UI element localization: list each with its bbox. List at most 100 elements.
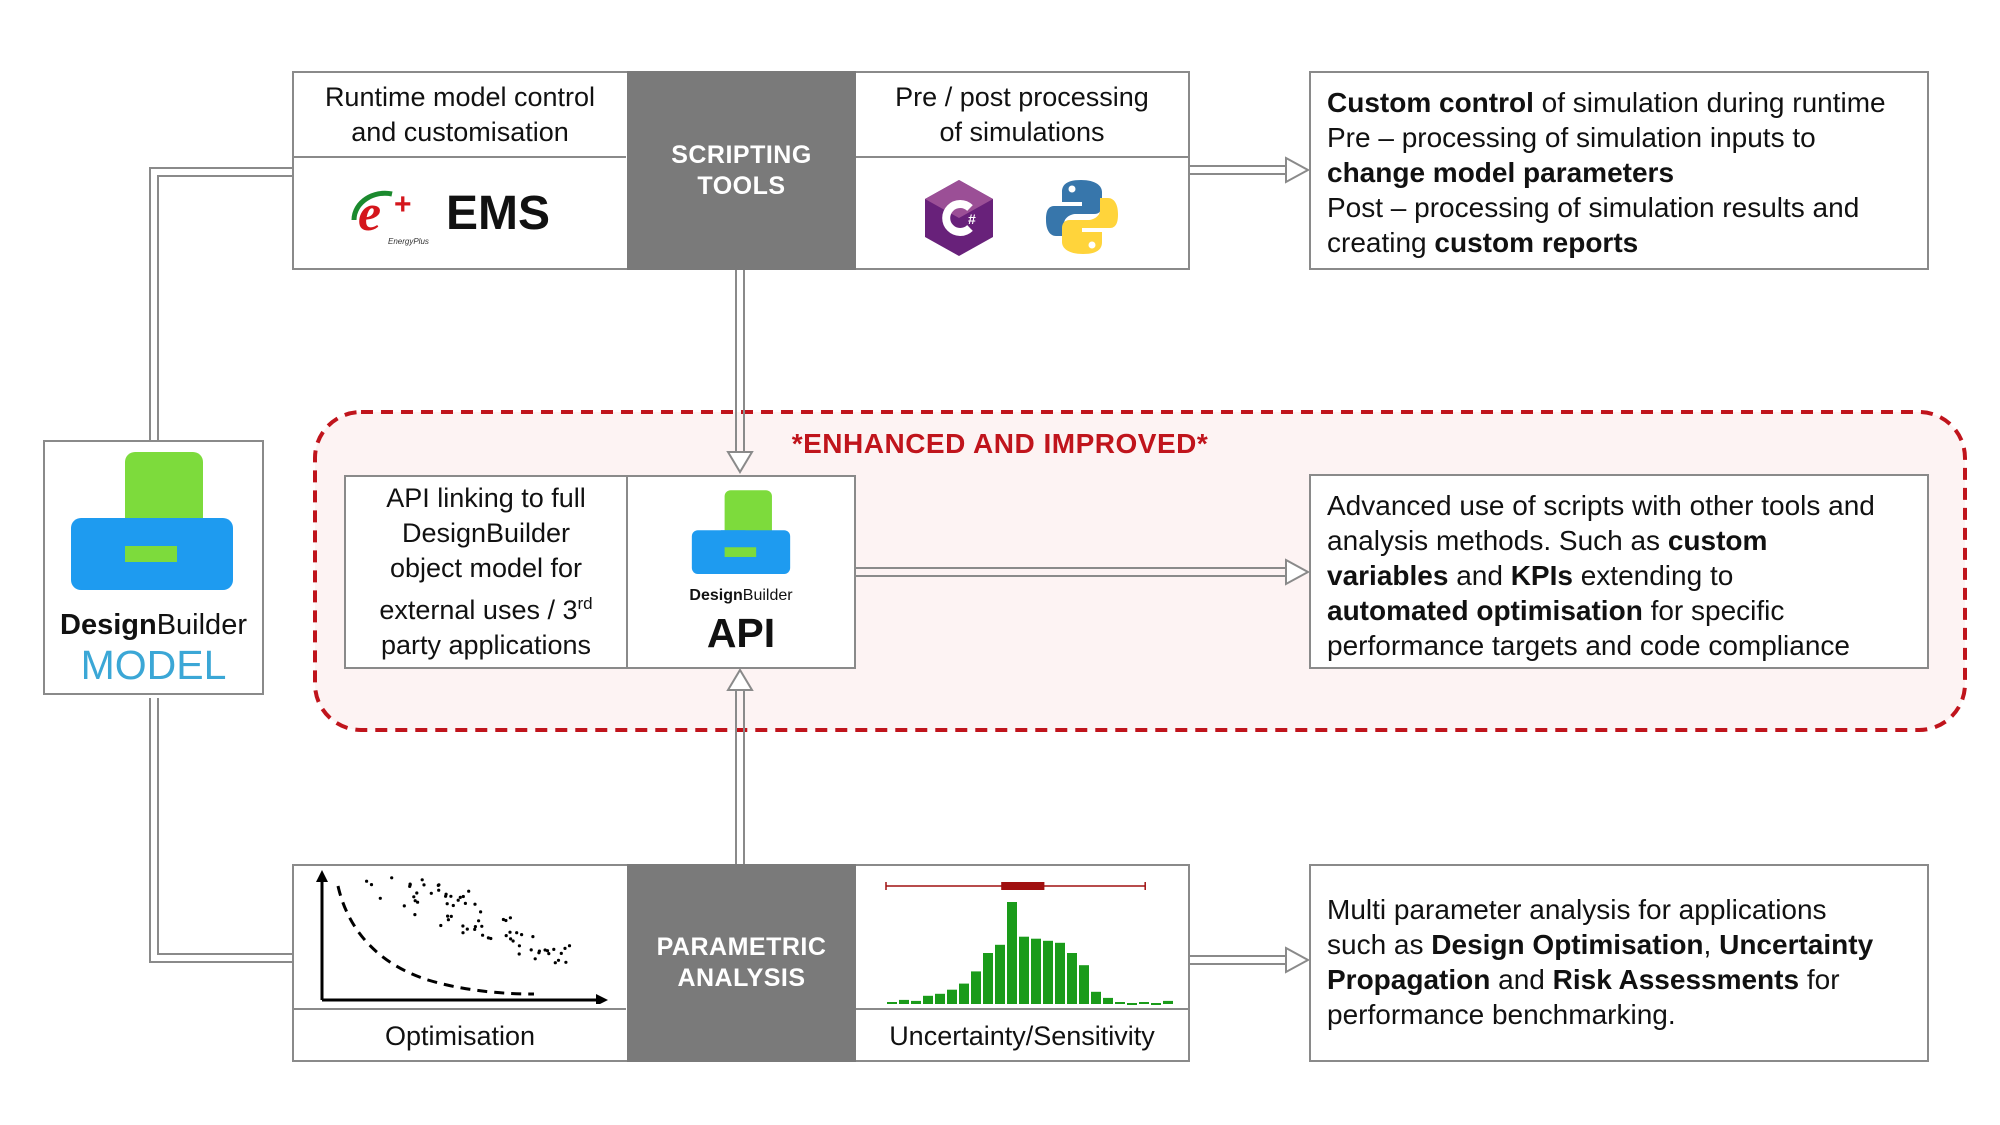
scatter-point (533, 957, 537, 961)
api-arrow (855, 567, 1298, 577)
histogram-bar (1007, 902, 1017, 1004)
enhanced-title: *ENHANCED AND IMPROVED* (791, 428, 1209, 459)
scatter-point (559, 951, 563, 955)
scatter-point (449, 894, 453, 898)
scatter-point (402, 904, 406, 908)
energyplus-logo-icon: e + EnergyPlus (351, 185, 429, 246)
scatter-point (547, 952, 551, 956)
histogram-bar (947, 989, 957, 1004)
scatter-point (390, 876, 394, 880)
scatter-point (436, 883, 440, 887)
scatter-point (456, 898, 460, 902)
histogram-bar (971, 971, 981, 1004)
scatter-point (422, 883, 426, 887)
histogram-bar (935, 993, 945, 1004)
api-up-arrowhead (726, 668, 754, 691)
histogram-bar (1091, 991, 1101, 1004)
histogram-chart-cell (856, 866, 1188, 1010)
scripting-description: Custom control of simulation during runt… (1309, 71, 1929, 270)
scatter-point (451, 903, 455, 908)
api-down-arrowhead (726, 451, 754, 474)
api-label: API (706, 610, 776, 656)
model-brand-name: DesignBuilder (60, 609, 247, 641)
scatter-point (369, 883, 374, 887)
scatter-point (511, 939, 515, 943)
scatter-point (509, 937, 513, 941)
model-label: MODEL (80, 642, 227, 688)
scatter-point (439, 923, 443, 928)
scatter-point (461, 894, 465, 899)
scatter-point (537, 949, 541, 953)
scatter-point (463, 901, 467, 905)
scatter-point (515, 931, 519, 935)
scatter-point (415, 891, 419, 895)
scatter-point (444, 892, 448, 896)
scatter-point (504, 934, 508, 938)
designbuilder-model-box: DesignBuilder MODEL (43, 440, 264, 695)
scatter-point (378, 896, 382, 900)
scatter-point (473, 927, 477, 931)
boxplot-box (1001, 882, 1045, 890)
svg-text:+: + (394, 188, 412, 221)
svg-text:#: # (968, 211, 976, 227)
scatter-point (531, 935, 535, 939)
scatter-point (420, 878, 424, 882)
scripting-tools-label: SCRIPTING TOOLS (627, 71, 856, 270)
histogram-bar (983, 953, 993, 1004)
histogram-bar (1067, 953, 1077, 1004)
runtime-control-title: Runtime model control and customisation (294, 73, 626, 158)
scatter-point (504, 918, 508, 923)
api-description: Advanced use of scripts with other tools… (1309, 474, 1929, 669)
scatter-point (517, 952, 521, 956)
scatter-point (477, 919, 481, 923)
histogram-bar (1163, 1000, 1173, 1004)
histogram-bar (1043, 940, 1053, 1004)
scatter-point (480, 924, 484, 928)
scatter-point (564, 960, 568, 964)
designbuilder-logo-icon (71, 452, 233, 590)
scatter-point (437, 888, 441, 892)
scatter-point (552, 947, 556, 951)
scatter-point (416, 900, 420, 904)
parametric-description: Multi parameter analysis for application… (1309, 864, 1929, 1062)
designbuilder-api-box: DesignBuilder API (626, 475, 856, 669)
histogram-bar (1115, 1002, 1125, 1004)
api-arrowhead (1285, 558, 1311, 586)
histogram-bar (1079, 965, 1089, 1004)
histogram-bar (959, 983, 969, 1004)
histogram-bar (899, 999, 909, 1004)
optimisation-label: Optimisation (384, 1020, 536, 1051)
scatter-point (449, 914, 453, 918)
scatter-point (445, 902, 449, 906)
scripting-arrow (1190, 165, 1298, 175)
scatter-point (556, 958, 561, 962)
scatter-point (543, 948, 547, 952)
scatter-point (467, 889, 471, 893)
scatter-point (465, 927, 469, 931)
scatter-point (529, 948, 533, 952)
scatter-point (545, 949, 550, 953)
histogram-bar (1055, 942, 1065, 1004)
scatter-point (408, 883, 412, 887)
scatter-point (517, 944, 521, 948)
scatter-point (567, 944, 572, 948)
scripting-arrowhead (1285, 156, 1311, 184)
scatter-point (563, 946, 567, 950)
optimisation-chart-cell (294, 866, 626, 1010)
scatter-point (489, 936, 493, 941)
histogram-bar (1139, 1002, 1149, 1004)
csharp-icon: # (925, 180, 993, 256)
scatter-point (446, 914, 450, 918)
model-to-scripting-connector (149, 167, 293, 963)
scatter-point (508, 930, 512, 934)
scatter-point (461, 924, 465, 928)
scatter-point (520, 933, 524, 937)
histogram-bar (887, 1002, 897, 1004)
svg-text:e: e (358, 185, 381, 242)
histogram-bar (1019, 936, 1029, 1004)
scatter-point (413, 899, 417, 903)
parametric-arrow (1190, 955, 1298, 965)
histogram-bar (1127, 1003, 1137, 1005)
scatter-point (473, 925, 477, 929)
designbuilder-api-logo-icon (691, 490, 791, 574)
